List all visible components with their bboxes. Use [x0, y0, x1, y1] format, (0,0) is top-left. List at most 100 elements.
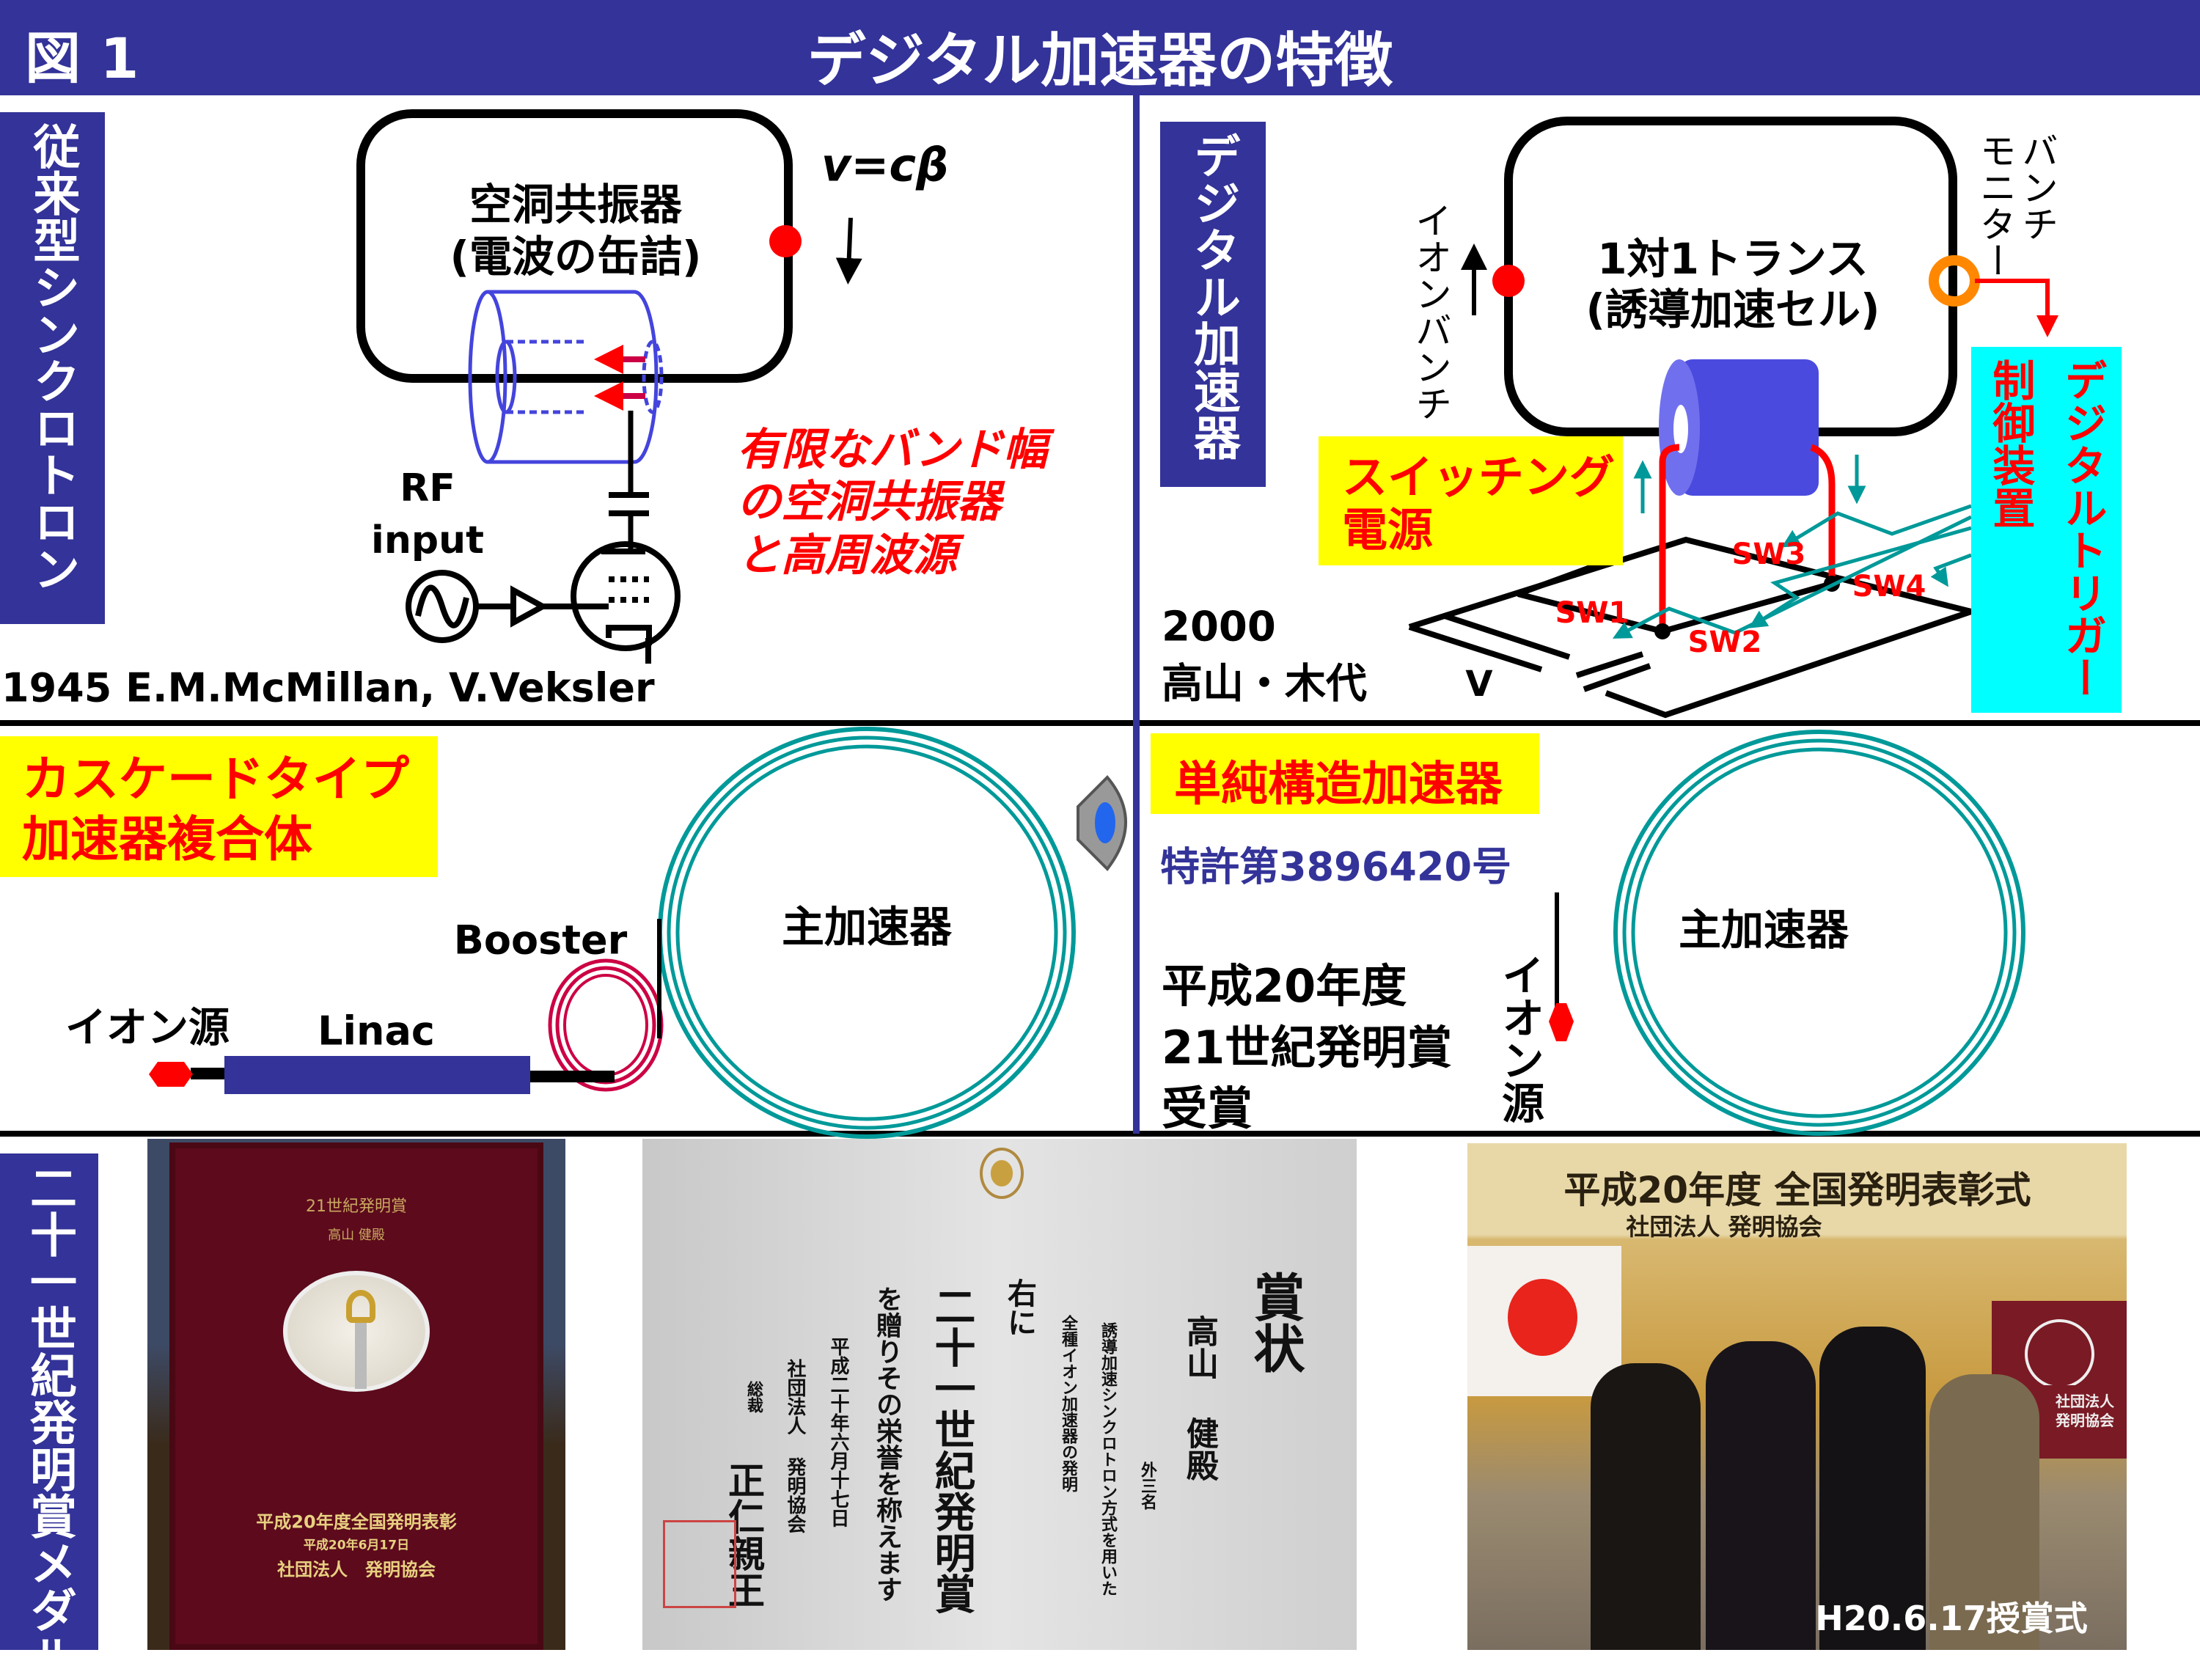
- cell-wire: [1810, 444, 1836, 584]
- linac: [224, 1056, 530, 1094]
- conventional-label: 従来型シンクロトロン: [25, 122, 80, 592]
- note-line: と高周波源: [737, 529, 957, 582]
- cert-col: 社団法人 発明協会: [784, 1359, 806, 1533]
- cert-col: 誘導加速シンクロトロン方式を用いた: [1099, 1322, 1118, 1596]
- simple-label: 単純構造加速器: [1174, 758, 1503, 812]
- divider-horizontal-2: [0, 1131, 2200, 1137]
- digital-label: デジタル加速器: [1186, 132, 1240, 461]
- patent-number: 特許第3896420号: [1160, 843, 1512, 890]
- ion-source-label: イオン源: [65, 1004, 230, 1052]
- seal-stamp: [663, 1520, 736, 1608]
- crest-icon: [980, 1148, 1024, 1199]
- trigger-lines: [1612, 455, 1973, 639]
- award-line: 受賞: [1162, 1082, 1253, 1135]
- bunch-dot: [769, 225, 802, 257]
- conventional-label-box: 従来型シンクロトロン: [0, 112, 105, 624]
- note-line: の空洞共振器: [737, 476, 1001, 528]
- medal-photo: 21世紀発明賞 高山 健殿 平成20年度全国発明表彰 平成20年6月17日 社団…: [147, 1139, 565, 1650]
- rf-source-icon: [406, 570, 609, 643]
- bunch-dot: [1492, 265, 1525, 297]
- cell-wire: [1659, 444, 1680, 631]
- medal-line: 平成20年6月17日: [303, 1538, 410, 1553]
- medal-label: 二十一世紀発明賞メダル: [22, 1164, 76, 1680]
- speaker-icon: [1077, 775, 1127, 872]
- cert-col: 正仁親王: [722, 1461, 766, 1608]
- japan-flag: [1467, 1246, 1621, 1396]
- trigger-label: デジタルトリガー: [2057, 359, 2108, 699]
- booster-label: Booster: [453, 917, 628, 964]
- cert-col: 高山 健殿: [1181, 1315, 1218, 1481]
- simple-label-box: 単純構造加速器: [1151, 733, 1539, 814]
- voltage-label: V: [1465, 664, 1493, 705]
- vacuum-tube-icon: [571, 541, 681, 664]
- cavity-label: 空洞共振器: [469, 180, 683, 230]
- ion-source-label: イオン源: [1495, 953, 1544, 1123]
- cascade-label-2: 加速器複合体: [22, 811, 312, 867]
- photo-caption: H20.6.17授賞式: [1815, 1599, 2088, 1638]
- rf-label: RF: [400, 466, 455, 510]
- banner-subtitle: 社団法人 発明協会: [1626, 1213, 1822, 1241]
- medal-line: 社団法人 発明協会: [277, 1559, 436, 1580]
- ion-source-marker: [1549, 1003, 1574, 1041]
- cavity-sublabel: (電波の缶詰): [450, 232, 702, 282]
- ion-bunch-label: イオンバンチ: [1409, 202, 1452, 422]
- cert-col: 全種イオン加速器の発明: [1059, 1315, 1078, 1492]
- cert-col: 平成二十年六月十七日: [827, 1337, 849, 1527]
- cell-label: 1対1トランス: [1597, 234, 1869, 284]
- medal-name: 高山 健殿: [328, 1228, 385, 1243]
- induction-cell: [1659, 359, 1819, 496]
- cert-col: 総裁: [744, 1381, 763, 1413]
- medal-line: 平成20年度全国発明表彰: [256, 1511, 457, 1533]
- certificate-photo: 賞状 高山 健殿 外三名 誘導加速シンクロトロン方式を用いた 全種イオン加速器の…: [642, 1139, 1357, 1650]
- figure-label: 図 1: [25, 26, 139, 91]
- switch-label: SW2: [1687, 626, 1762, 659]
- bunch-monitor-label-1: バンチ: [2016, 132, 2058, 242]
- person: [1706, 1341, 1816, 1650]
- monitor-signal-line: [1975, 279, 2058, 337]
- power-label: 電源: [1342, 503, 1434, 557]
- booster-ring: [548, 958, 664, 1092]
- page-title: デジタル加速器の特徴: [807, 26, 1393, 95]
- medal-label-box: 二十一世紀発明賞メダル: [0, 1153, 98, 1680]
- cascade-label-box: カスケードタイプ 加速器複合体: [0, 736, 438, 877]
- main-accelerator-label: 主加速器: [781, 902, 953, 952]
- controller-label: 制御装置: [1985, 359, 2036, 529]
- person: [1929, 1374, 2039, 1650]
- medal-icon: [283, 1271, 430, 1392]
- cell-sublabel: (誘導加速セル): [1585, 285, 1880, 334]
- divider-horizontal-1: [0, 720, 2200, 726]
- bunch-monitor-label-2: モニター: [1974, 132, 2017, 279]
- cert-col: 右に: [1002, 1278, 1037, 1337]
- cert-col: 二十一世紀発明賞: [928, 1285, 976, 1614]
- person: [1591, 1363, 1701, 1650]
- person: [1819, 1327, 1926, 1650]
- switching-label: スイッチング: [1342, 450, 1616, 504]
- main-accelerator-label: 主加速器: [1678, 905, 1849, 955]
- arrow-down-icon: [835, 217, 862, 285]
- cert-col: を贈りその栄誉を称えます: [872, 1285, 903, 1602]
- header-bar: 図 1 デジタル加速器の特徴: [0, 0, 2200, 95]
- rf-input-label: input: [371, 518, 484, 562]
- credit: 1945 E.M.McMillan, V.Veksler: [1, 664, 655, 711]
- velocity-formula: v=cβ: [821, 138, 949, 192]
- year: 2000: [1162, 603, 1276, 651]
- divider-vertical: [1133, 95, 1140, 1134]
- switch-label: SW1: [1555, 596, 1629, 630]
- trigger-controller-box: デジタルトリガー 制御装置: [1971, 347, 2122, 713]
- switch-label: SW4: [1852, 570, 1926, 604]
- cascade-label-1: カスケードタイプ: [22, 751, 409, 807]
- switch-label: SW3: [1731, 538, 1806, 571]
- ion-source-marker: [149, 1062, 193, 1087]
- digital-label-box: デジタル加速器: [1160, 122, 1266, 487]
- award-line: 21世紀発明賞: [1162, 1021, 1453, 1074]
- cavity-cylinder: [468, 290, 664, 464]
- linac-label: Linac: [318, 1008, 435, 1054]
- association-flag-text-area: 社団法人 発明協会: [2043, 1385, 2127, 1437]
- cert-col: 賞状: [1245, 1271, 1306, 1373]
- ceremony-photo: 平成20年度 全国発明表彰式 社団法人 発明協会 社団法人 発明協会 H20.6…: [1467, 1143, 2127, 1650]
- note-line: 有限なバンド幅: [737, 424, 1047, 476]
- main-ring-simple: [1613, 730, 2025, 1136]
- authors: 高山・木代: [1162, 660, 1367, 708]
- flag-text: 社団法人 発明協会: [2056, 1393, 2114, 1429]
